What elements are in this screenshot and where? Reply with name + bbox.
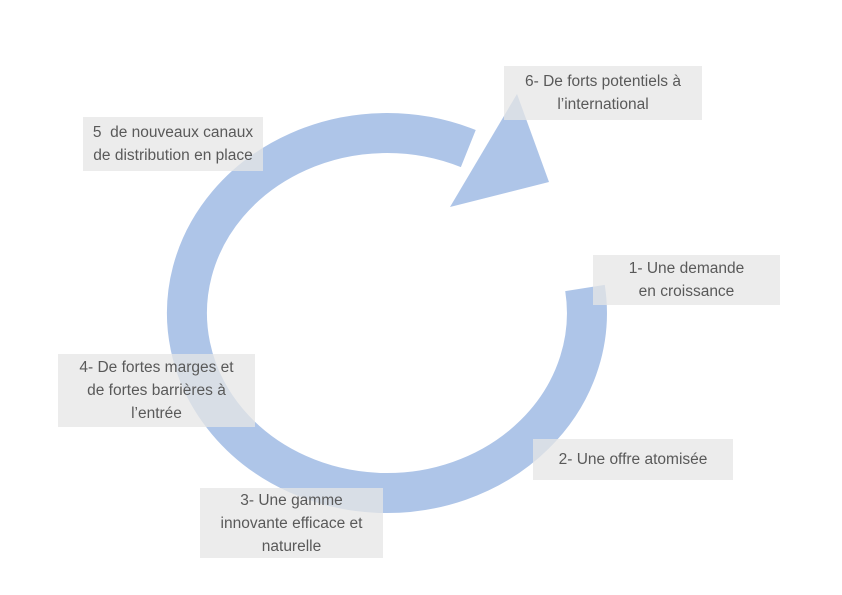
step-box-5-canaux: 5 de nouveaux canaux de distribution en … xyxy=(83,117,263,171)
step-box-6-international: 6- De forts potentiels à l’international xyxy=(504,66,702,120)
step-box-2-offre: 2- Une offre atomisée xyxy=(533,439,733,480)
step-box-1-demande: 1- Une demande en croissance xyxy=(593,255,780,305)
circular-arrow-head xyxy=(450,94,549,207)
step-box-4-marges: 4- De fortes marges et de fortes barrièr… xyxy=(58,354,255,427)
step-box-3-gamme: 3- Une gamme innovante efficace et natur… xyxy=(200,488,383,558)
